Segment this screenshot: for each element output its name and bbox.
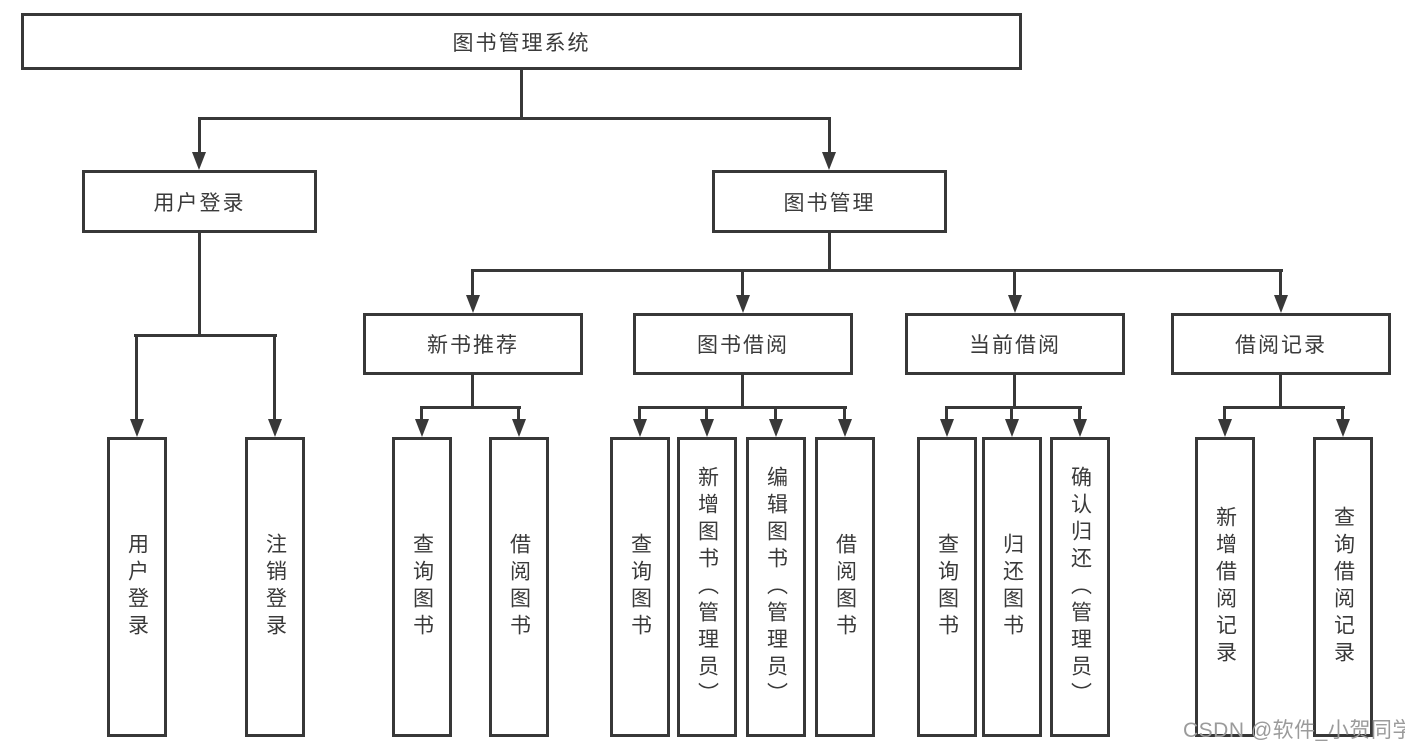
arrow-down-icon bbox=[268, 419, 282, 437]
leaf-label: 注销登录 bbox=[263, 533, 287, 641]
connector-line bbox=[520, 70, 523, 118]
connector-line bbox=[471, 373, 474, 409]
leaf-return-book: 归还图书 bbox=[982, 437, 1042, 737]
connector-line bbox=[843, 406, 846, 419]
arrow-down-icon bbox=[192, 152, 206, 170]
connector-line bbox=[741, 269, 744, 295]
leaf-label: 确认归还（管理员） bbox=[1068, 465, 1092, 709]
connector-line bbox=[1223, 406, 1226, 419]
arrow-down-icon bbox=[736, 295, 750, 313]
leaf-borrow-books: 借阅图书 bbox=[815, 437, 875, 737]
csdn-watermark: CSDN @软件_小贺同学 bbox=[1183, 719, 1405, 742]
connector-line bbox=[945, 406, 1082, 409]
connector-line bbox=[945, 406, 948, 419]
leaf-query-books-borrow: 查询图书 bbox=[610, 437, 670, 737]
connector-line bbox=[638, 406, 641, 419]
leaf-query-borrow-record: 查询借阅记录 bbox=[1313, 437, 1373, 737]
connector-line bbox=[135, 334, 138, 419]
arrow-down-icon bbox=[769, 419, 783, 437]
connector-line bbox=[517, 406, 520, 419]
connector-line bbox=[1279, 373, 1282, 409]
leaf-label: 查询图书 bbox=[628, 533, 652, 641]
arrow-down-icon bbox=[1005, 419, 1019, 437]
connector-line bbox=[198, 117, 831, 120]
arrow-down-icon bbox=[838, 419, 852, 437]
arrow-down-icon bbox=[822, 152, 836, 170]
node-new-book-recommendation: 新书推荐 bbox=[363, 313, 583, 375]
leaf-label: 查询借阅记录 bbox=[1331, 506, 1355, 668]
node-library-management-system: 图书管理系统 bbox=[21, 13, 1022, 70]
arrow-down-icon bbox=[1008, 295, 1022, 313]
connector-line bbox=[638, 406, 847, 409]
connector-line bbox=[741, 373, 744, 409]
arrow-down-icon bbox=[1274, 295, 1288, 313]
leaf-query-books-current: 查询图书 bbox=[917, 437, 977, 737]
arrow-down-icon bbox=[415, 419, 429, 437]
connector-line bbox=[774, 406, 777, 419]
arrow-down-icon bbox=[1336, 419, 1350, 437]
arrow-down-icon bbox=[466, 295, 480, 313]
connector-line bbox=[1078, 406, 1081, 419]
leaf-label: 用户登录 bbox=[125, 533, 149, 641]
arrow-down-icon bbox=[130, 419, 144, 437]
arrow-down-icon bbox=[512, 419, 526, 437]
leaf-add-book-admin: 新增图书（管理员） bbox=[677, 437, 737, 737]
leaf-label: 编辑图书（管理员） bbox=[764, 465, 788, 709]
connector-line bbox=[198, 233, 201, 334]
arrow-down-icon bbox=[1218, 419, 1232, 437]
connector-line bbox=[471, 269, 1283, 272]
node-user-login: 用户登录 bbox=[82, 170, 317, 233]
leaf-query-books-recommend: 查询图书 bbox=[392, 437, 452, 737]
leaf-confirm-return-admin: 确认归还（管理员） bbox=[1050, 437, 1110, 737]
leaf-label: 新增借阅记录 bbox=[1213, 506, 1237, 668]
leaf-borrow-books-recommend: 借阅图书 bbox=[489, 437, 549, 737]
arrow-down-icon bbox=[940, 419, 954, 437]
connector-line bbox=[471, 269, 474, 295]
connector-line bbox=[1013, 373, 1016, 409]
connector-line bbox=[134, 334, 277, 337]
leaf-edit-book-admin: 编辑图书（管理员） bbox=[746, 437, 806, 737]
leaf-label: 借阅图书 bbox=[507, 533, 531, 641]
connector-line bbox=[420, 406, 521, 409]
node-borrowing-records: 借阅记录 bbox=[1171, 313, 1391, 375]
connector-line bbox=[1279, 269, 1282, 295]
leaf-label: 新增图书（管理员） bbox=[695, 465, 719, 709]
connector-line bbox=[1010, 406, 1013, 419]
connector-line bbox=[198, 117, 201, 152]
connector-line bbox=[1013, 269, 1016, 295]
connector-line bbox=[420, 406, 423, 419]
node-book-borrowing: 图书借阅 bbox=[633, 313, 853, 375]
connector-line bbox=[273, 334, 276, 419]
connector-line bbox=[828, 233, 831, 272]
connector-line bbox=[1341, 406, 1344, 419]
arrow-down-icon bbox=[633, 419, 647, 437]
connector-line bbox=[828, 117, 831, 152]
connector-line bbox=[705, 406, 708, 419]
leaf-label: 查询图书 bbox=[410, 533, 434, 641]
leaf-logout: 注销登录 bbox=[245, 437, 305, 737]
node-current-borrowing: 当前借阅 bbox=[905, 313, 1125, 375]
leaf-user-login: 用户登录 bbox=[107, 437, 167, 737]
arrow-down-icon bbox=[700, 419, 714, 437]
node-book-management: 图书管理 bbox=[712, 170, 947, 233]
leaf-label: 查询图书 bbox=[935, 533, 959, 641]
leaf-label: 归还图书 bbox=[1000, 533, 1024, 641]
leaf-add-borrow-record: 新增借阅记录 bbox=[1195, 437, 1255, 737]
connector-line bbox=[1223, 406, 1345, 409]
leaf-label: 借阅图书 bbox=[833, 533, 857, 641]
arrow-down-icon bbox=[1073, 419, 1087, 437]
